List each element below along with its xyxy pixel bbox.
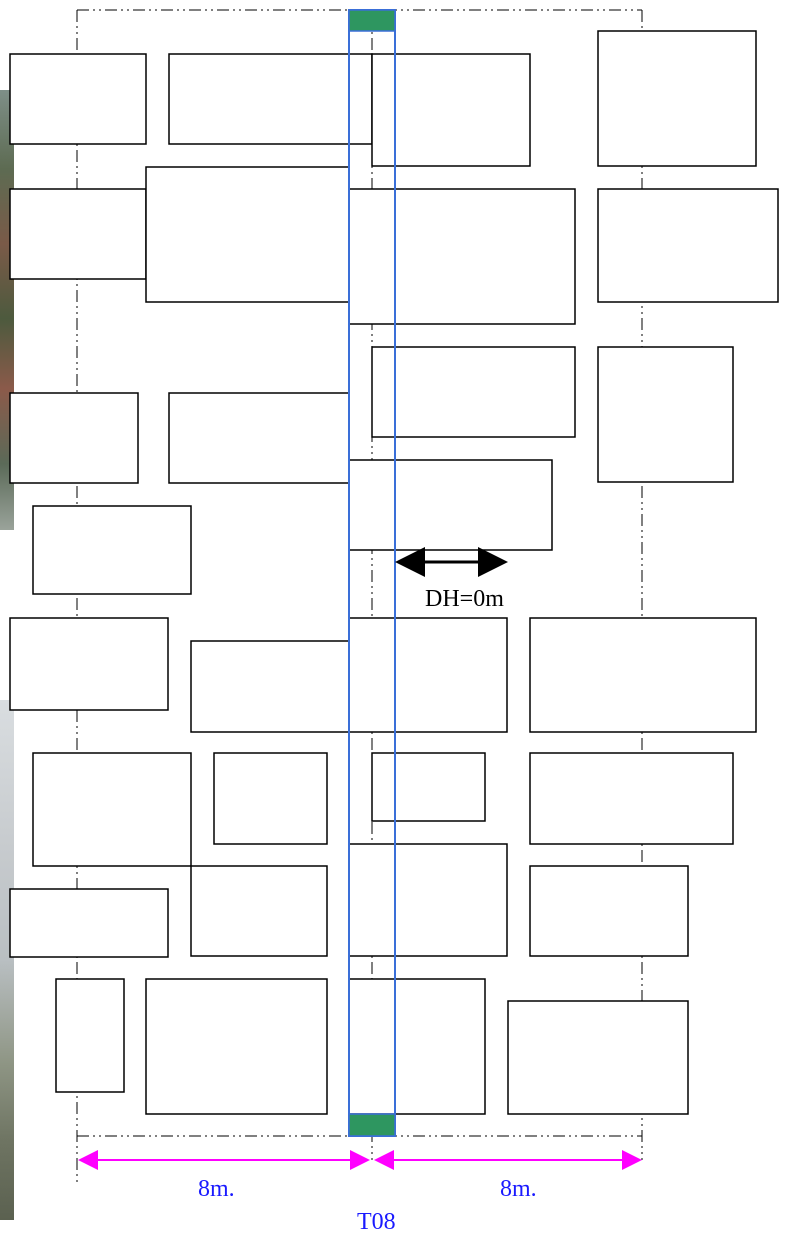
photo-fragment-bottom xyxy=(0,700,14,1220)
block xyxy=(9,53,147,145)
block xyxy=(55,978,125,1093)
block xyxy=(529,865,689,957)
block xyxy=(145,978,328,1115)
dh-dimension-label: DH=0m xyxy=(425,586,504,612)
block xyxy=(348,459,553,551)
block xyxy=(145,166,350,303)
block xyxy=(371,752,486,822)
block xyxy=(348,617,508,733)
block xyxy=(371,53,531,167)
section-label: T08 xyxy=(357,1209,396,1235)
block xyxy=(348,843,508,957)
block xyxy=(348,188,576,325)
block xyxy=(190,640,350,733)
column-pad-top xyxy=(348,9,396,32)
block xyxy=(9,392,139,484)
blocks xyxy=(9,30,779,1115)
span-right-label: 8m. xyxy=(500,1176,537,1202)
block xyxy=(529,752,734,845)
block xyxy=(32,505,192,595)
block xyxy=(529,617,757,733)
block xyxy=(9,188,147,280)
block xyxy=(190,865,328,957)
span-left-label: 8m. xyxy=(198,1176,235,1202)
block xyxy=(507,1000,689,1115)
block xyxy=(213,752,328,845)
column-pad-bottom xyxy=(348,1113,396,1137)
block xyxy=(168,392,350,484)
block xyxy=(32,752,192,867)
block xyxy=(597,30,757,167)
block xyxy=(597,188,779,303)
block xyxy=(597,346,734,483)
block xyxy=(348,978,486,1115)
block xyxy=(168,53,373,145)
block xyxy=(9,617,169,711)
block xyxy=(371,346,576,438)
block xyxy=(9,888,169,958)
